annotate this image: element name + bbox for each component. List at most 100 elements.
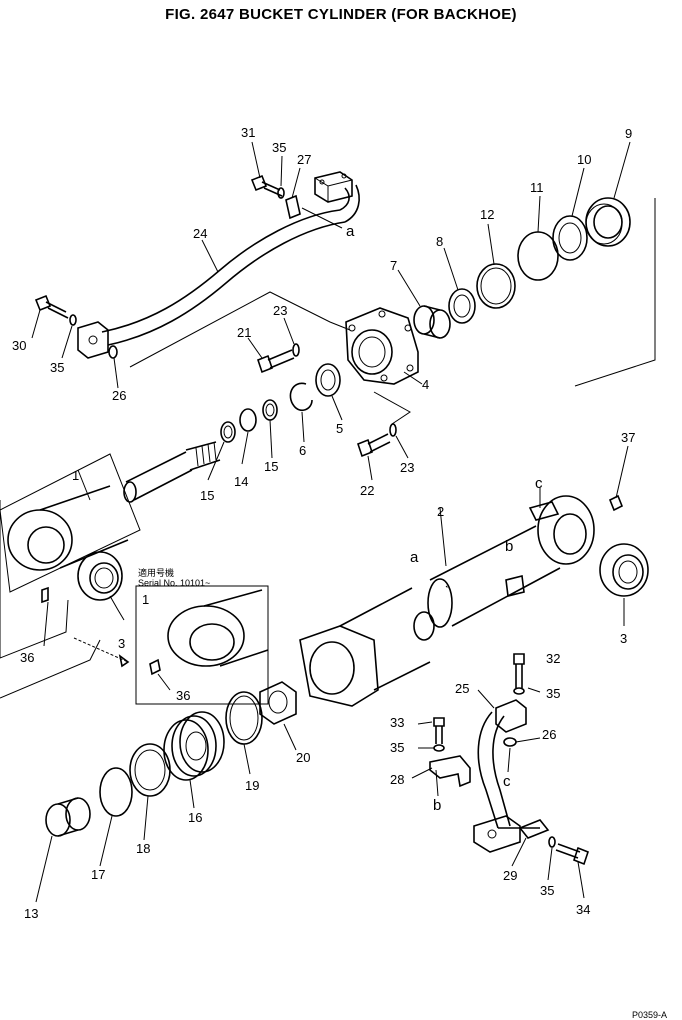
callout-35-e: 35	[540, 883, 554, 898]
callout-33: 33	[390, 715, 404, 730]
callout-27: 27	[297, 152, 311, 167]
callout-7: 7	[390, 258, 397, 273]
callout-36-b: 36	[176, 688, 190, 703]
callout-34: 34	[576, 902, 590, 917]
washer-35-34	[548, 836, 556, 848]
washer-15-left	[220, 421, 236, 443]
letter-a-top: a	[346, 223, 355, 240]
washer-35-32	[513, 687, 525, 695]
washer-35-top	[277, 187, 285, 199]
letter-a-tube: a	[410, 549, 419, 566]
leader-lines	[31, 141, 631, 903]
callout-21: 21	[237, 325, 251, 340]
letter-b-tube: b	[505, 538, 513, 555]
callout-29: 29	[503, 868, 517, 883]
ring-12	[476, 263, 516, 309]
callout-30: 30	[12, 338, 26, 353]
wear-ring-18	[129, 743, 171, 797]
cushion-13	[45, 797, 91, 837]
ring-14	[239, 408, 257, 432]
callout-17: 17	[91, 867, 105, 882]
bolt-32	[513, 653, 525, 688]
bushing-3-right	[599, 543, 649, 597]
ring-19	[225, 691, 263, 745]
callout-14: 14	[234, 474, 248, 489]
bolt-31	[250, 174, 283, 197]
seal-9	[585, 197, 631, 247]
washer-23-bottom	[389, 423, 397, 437]
serial-inset	[135, 585, 269, 705]
bolt-21	[257, 349, 295, 374]
bolt-22	[357, 433, 391, 458]
bolt-30	[34, 294, 69, 319]
callout-10: 10	[577, 152, 591, 167]
clamp-29	[518, 819, 550, 839]
footer-code: P0359-A	[632, 1010, 667, 1020]
figure-title: FIG. 2647 BUCKET CYLINDER (FOR BACKHOE)	[165, 6, 517, 23]
callout-1-a: 1	[72, 468, 79, 483]
piston-16	[163, 711, 225, 781]
seal-5	[315, 363, 341, 397]
callout-20: 20	[296, 750, 310, 765]
callout-35-b: 35	[50, 360, 64, 375]
cylinder-tube-flange	[299, 587, 435, 707]
callout-16: 16	[188, 810, 202, 825]
washer-15-right	[262, 399, 278, 421]
piston-rod-1	[7, 441, 221, 571]
callout-5: 5	[336, 421, 343, 436]
callout-23-b: 23	[400, 460, 414, 475]
callout-2: 2	[437, 504, 444, 519]
callout-15-b: 15	[200, 488, 214, 503]
callout-12: 12	[480, 207, 494, 222]
bolt-33	[433, 717, 445, 744]
flange-27	[314, 171, 353, 203]
callout-35-d: 35	[390, 740, 404, 755]
washer-35-left	[69, 314, 77, 326]
callout-3-b: 3	[620, 631, 627, 646]
flange-25-bottom	[473, 815, 521, 853]
callout-4: 4	[422, 377, 429, 392]
callout-22: 22	[360, 483, 374, 498]
ring-10	[552, 215, 588, 261]
callout-37: 37	[621, 430, 635, 445]
letter-c-top: c	[535, 475, 543, 492]
callout-25: 25	[455, 681, 469, 696]
callout-26-a: 26	[112, 388, 126, 403]
snap-ring-6	[289, 382, 313, 412]
callout-6: 6	[299, 443, 306, 458]
bolt-34	[555, 843, 589, 866]
callout-3-a: 3	[118, 636, 125, 651]
nut-20	[259, 681, 297, 725]
washer-23-top	[292, 343, 300, 357]
ring-17	[99, 767, 133, 817]
callout-23-a: 23	[273, 303, 287, 318]
oring-11	[517, 231, 559, 281]
clamp-28	[429, 755, 471, 788]
callout-32: 32	[546, 651, 560, 666]
callout-13: 13	[24, 906, 38, 921]
block-25	[495, 699, 527, 733]
callout-36-a: 36	[20, 650, 34, 665]
oring-26-top	[108, 345, 118, 359]
flange-lower-24	[77, 321, 109, 359]
serial-number: Serial No. 10101~	[138, 578, 210, 588]
callout-24: 24	[193, 226, 207, 241]
clamp-27	[285, 194, 301, 220]
pipe-25	[477, 711, 540, 829]
oring-26-bottom	[503, 737, 517, 747]
letter-b-bottom: b	[433, 797, 441, 814]
pipe-24	[101, 184, 360, 346]
callout-35-c: 35	[546, 686, 560, 701]
callout-8: 8	[436, 234, 443, 249]
callout-28: 28	[390, 772, 404, 787]
letter-c-bottom: c	[503, 773, 511, 790]
callout-31: 31	[241, 125, 255, 140]
bushing-7	[413, 305, 451, 339]
callout-11: 11	[530, 180, 544, 195]
callout-35-a: 35	[272, 140, 286, 155]
grease-fitting-37	[608, 494, 624, 512]
bushing-3-left	[77, 551, 123, 601]
callout-18: 18	[136, 841, 150, 856]
arrow	[73, 637, 130, 668]
